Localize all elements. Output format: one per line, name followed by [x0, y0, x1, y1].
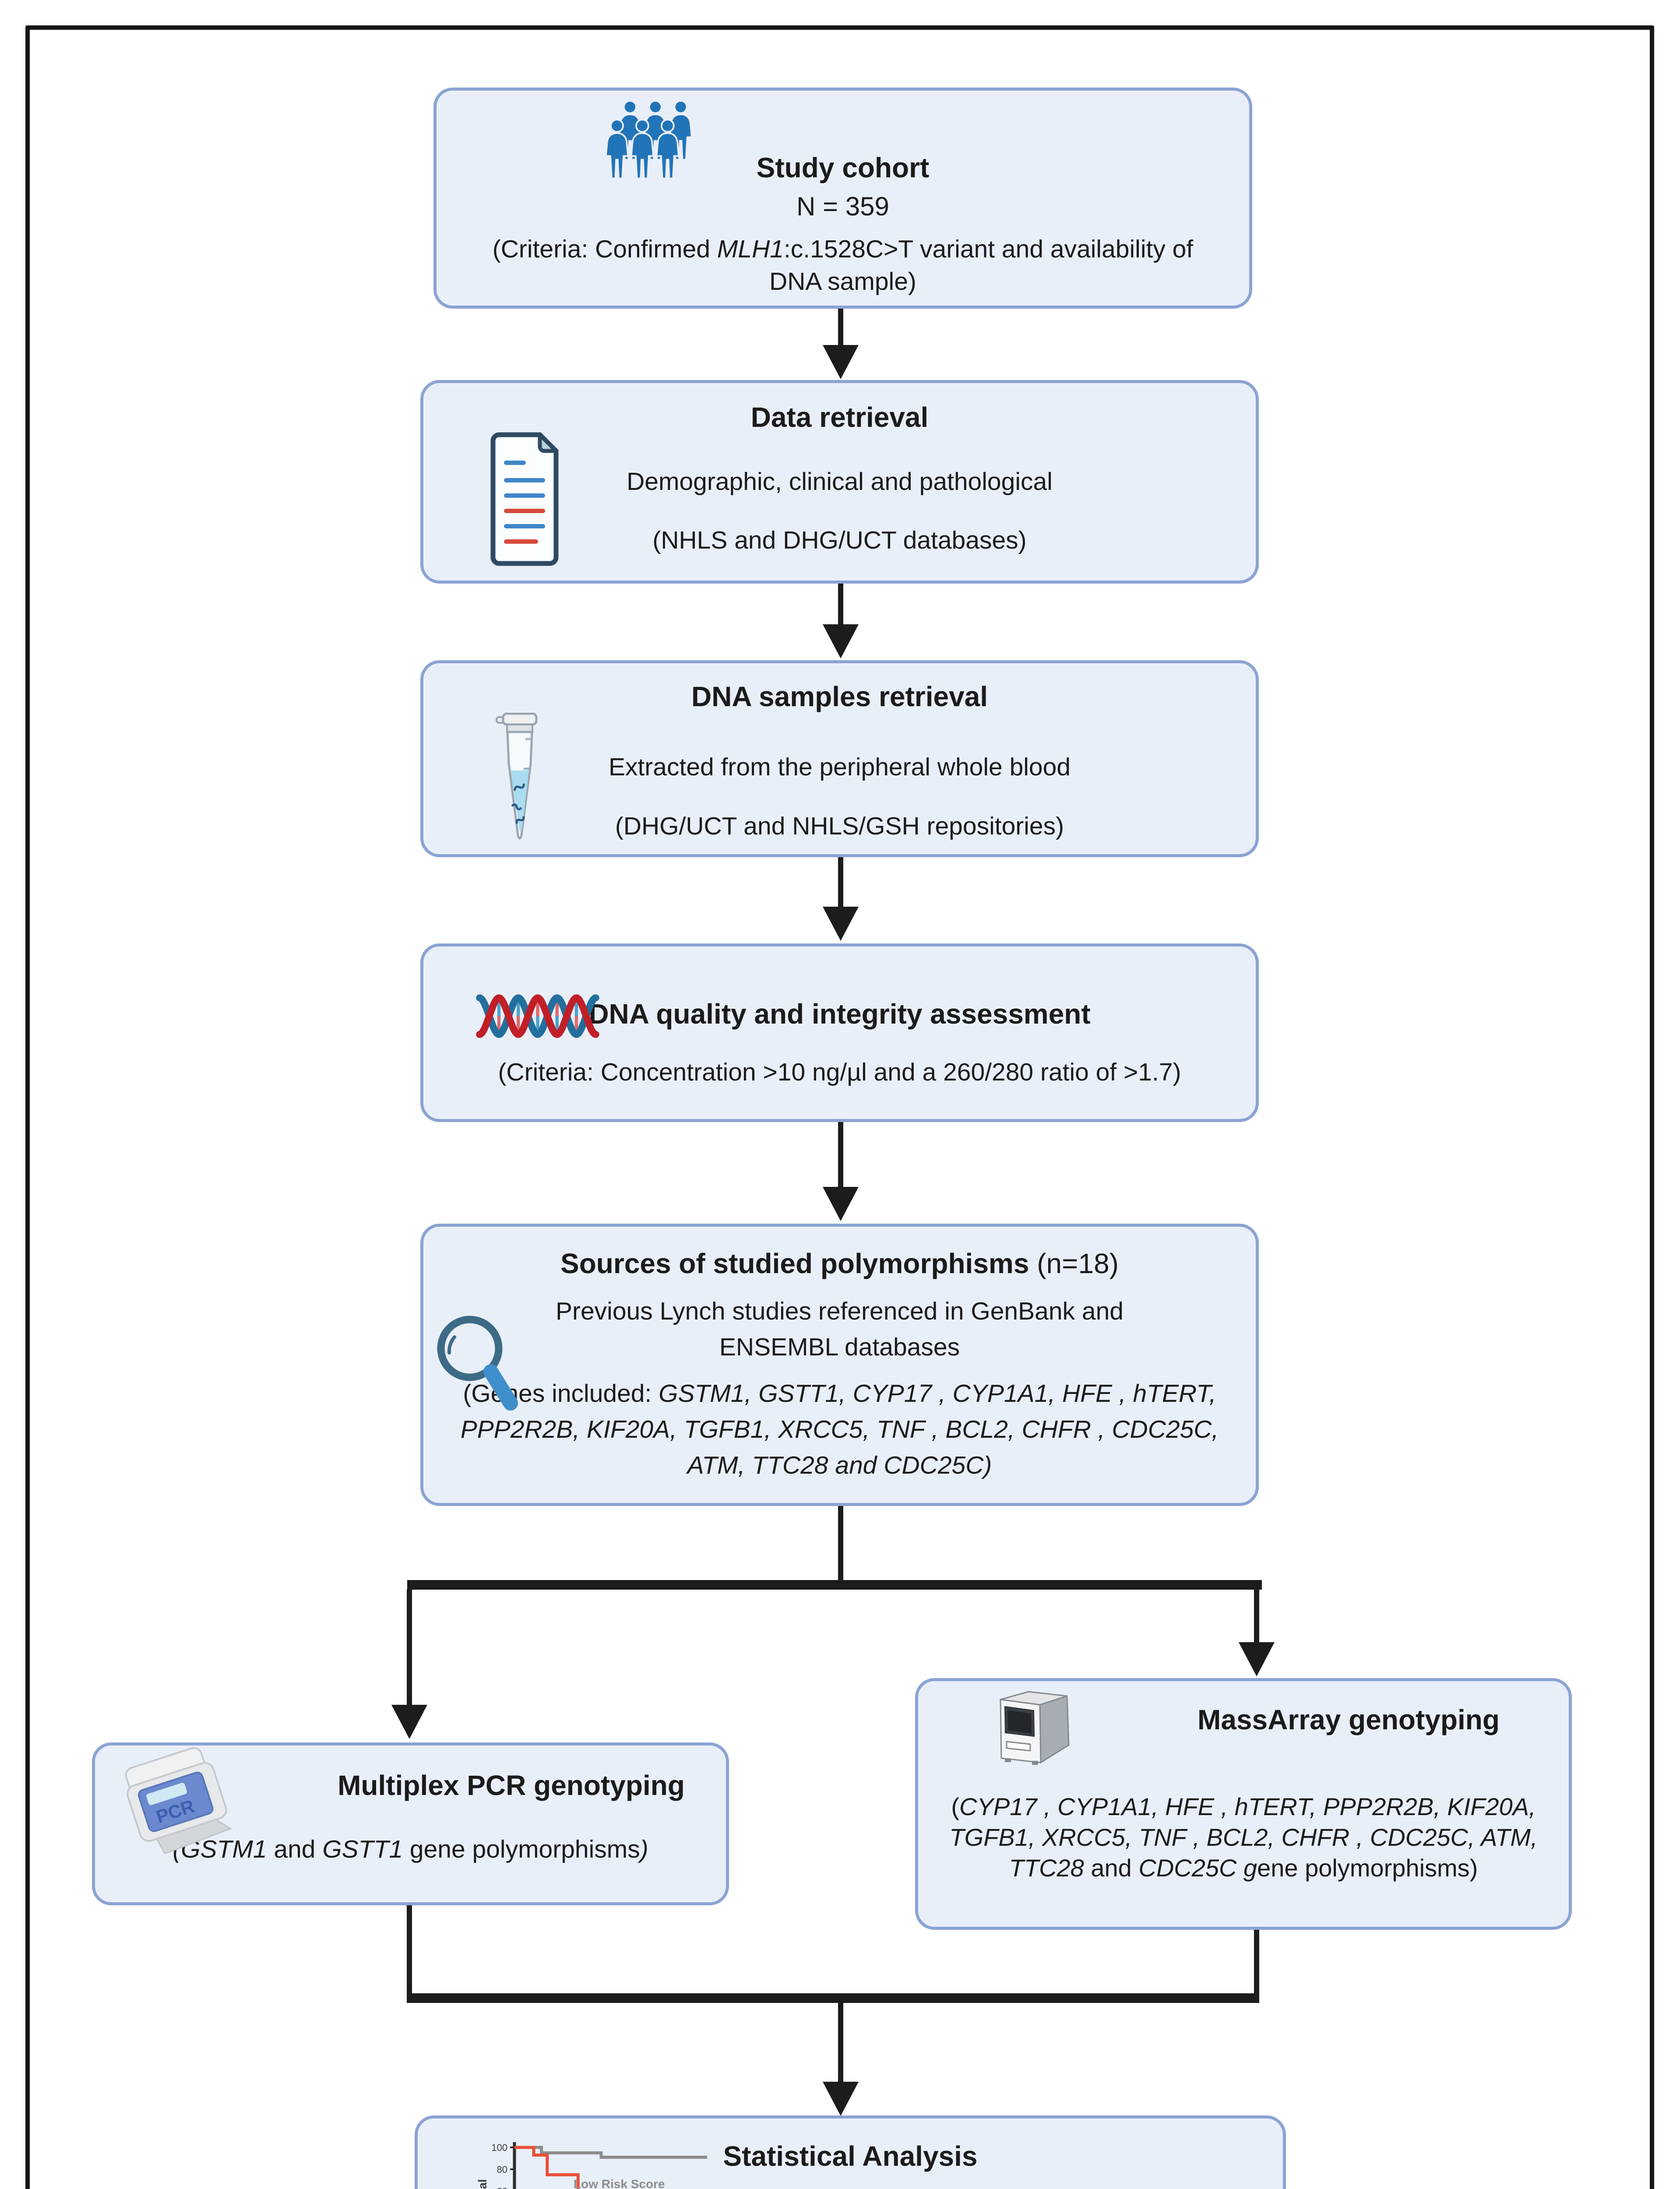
- massarray-title: MassArray genotyping: [1197, 1704, 1500, 1735]
- box-sources: Sources of studied polymorphisms (n=18) …: [420, 1224, 1259, 1506]
- sources-line1: Previous Lynch studies referenced in Gen…: [555, 1297, 1124, 1325]
- arrow-4-shaft: [838, 1122, 843, 1188]
- box-dna-samples: DNA samples retrieval Extracted from the…: [420, 660, 1259, 857]
- split-bar: [407, 1580, 1262, 1590]
- arrow-2-head: [823, 624, 859, 658]
- massarray-genes-line2: TGFB1, XRCC5, TNF , BCL2, CHFR , CDC25C,…: [949, 1823, 1538, 1851]
- dna-quality-title: DNA quality and integrity assessment: [588, 998, 1091, 1030]
- split-stem: [838, 1506, 843, 1585]
- svg-text:Low Risk Score: Low Risk Score: [574, 2177, 665, 2189]
- massarray-genes-line3: TTC28 and CDC25C gene polymorphisms): [1009, 1854, 1478, 1882]
- sources-title-bold: Sources of studied polymorphisms: [560, 1248, 1029, 1279]
- split-left-drop: [407, 1590, 412, 1706]
- dna-helix-icon: [476, 994, 599, 1038]
- arrow-3-shaft: [838, 857, 843, 908]
- split-right-drop: [1254, 1590, 1259, 1643]
- sources-title: Sources of studied polymorphisms (n=18): [423, 1248, 1256, 1279]
- merge-head: [823, 2082, 859, 2116]
- split-left-head: [391, 1705, 427, 1739]
- arrow-3-head: [823, 907, 859, 941]
- dna-samples-title: DNA samples retrieval: [691, 681, 988, 712]
- box-statistical-analysis: Statistical Analysis (Pearson chi-square…: [415, 2115, 1286, 2189]
- box-study-cohort: Study cohort N = 359 (Criteria: Confirme…: [433, 88, 1252, 309]
- dna-quality-criteria: (Criteria: Concentration >10 ng/µl and a…: [498, 1058, 1181, 1086]
- pcr-machine-icon: PCR: [125, 1747, 232, 1854]
- arrow-1-head: [823, 345, 859, 379]
- people-group-icon: [605, 100, 693, 179]
- arrow-1-shaft: [838, 309, 843, 347]
- sources-line2: ENSEMBL databases: [719, 1333, 960, 1361]
- box-massarray: MassArray genotyping (CYP17 , CYP1A1, HF…: [915, 1678, 1572, 1930]
- svg-text:100: 100: [491, 2142, 507, 2153]
- dna-samples-line1: Extracted from the peripheral whole bloo…: [608, 753, 1071, 781]
- dna-samples-line2: (DHG/UCT and NHLS/GSH repositories): [615, 812, 1064, 840]
- arrow-4-head: [823, 1187, 859, 1221]
- data-retrieval-line1: Demographic, clinical and pathological: [627, 468, 1053, 496]
- study-cohort-criteria: (Criteria: Confirmed MLH1:c.1528C>T vari…: [492, 235, 1194, 296]
- kaplan-meier-plot: 020406080100SurvivalTimeLow Risk ScoreHi…: [476, 2142, 707, 2189]
- merge-right-rise: [1254, 1930, 1259, 1998]
- merge-stem: [838, 2003, 843, 2083]
- arrow-2-shaft: [838, 584, 843, 626]
- study-cohort-title: Study cohort: [756, 152, 930, 183]
- pcr-genes: (GSTM1 and GSTT1 gene polymorphisms): [173, 1835, 648, 1863]
- data-retrieval-title: Data retrieval: [750, 401, 929, 433]
- merge-left-rise: [407, 1905, 412, 1998]
- svg-text:60: 60: [497, 2186, 507, 2189]
- sources-title-count: (n=18): [1029, 1248, 1119, 1279]
- pcr-title: Multiplex PCR genotyping: [338, 1770, 685, 1801]
- svg-text:80: 80: [497, 2164, 507, 2175]
- document-icon: [490, 432, 559, 566]
- microtube-icon: [496, 713, 538, 840]
- merge-bar: [407, 1993, 1259, 2003]
- sources-genes-line1: (Genes included: GSTM1, GSTT1, CYP17 , C…: [463, 1380, 1216, 1408]
- study-cohort-n: N = 359: [796, 192, 889, 221]
- stats-title: Statistical Analysis: [723, 2140, 978, 2172]
- massarray-machine-icon: [1000, 1691, 1070, 1765]
- massarray-genes-line1: (CYP17 , CYP1A1, HFE , hTERT, PPP2R2B, K…: [951, 1793, 1536, 1820]
- data-retrieval-line2: (NHLS and DHG/UCT databases): [652, 526, 1027, 554]
- svg-text:Survival: Survival: [476, 2179, 489, 2189]
- box-data-retrieval: Data retrieval Demographic, clinical and…: [420, 380, 1259, 584]
- magnifier-icon: [437, 1316, 518, 1411]
- sources-genes-line3: ATM, TTC28 and CDC25C): [687, 1451, 992, 1479]
- split-right-head: [1239, 1642, 1275, 1676]
- sources-genes-line2: PPP2R2B, KIF20A, TGFB1, XRCC5, TNF , BCL…: [460, 1415, 1219, 1443]
